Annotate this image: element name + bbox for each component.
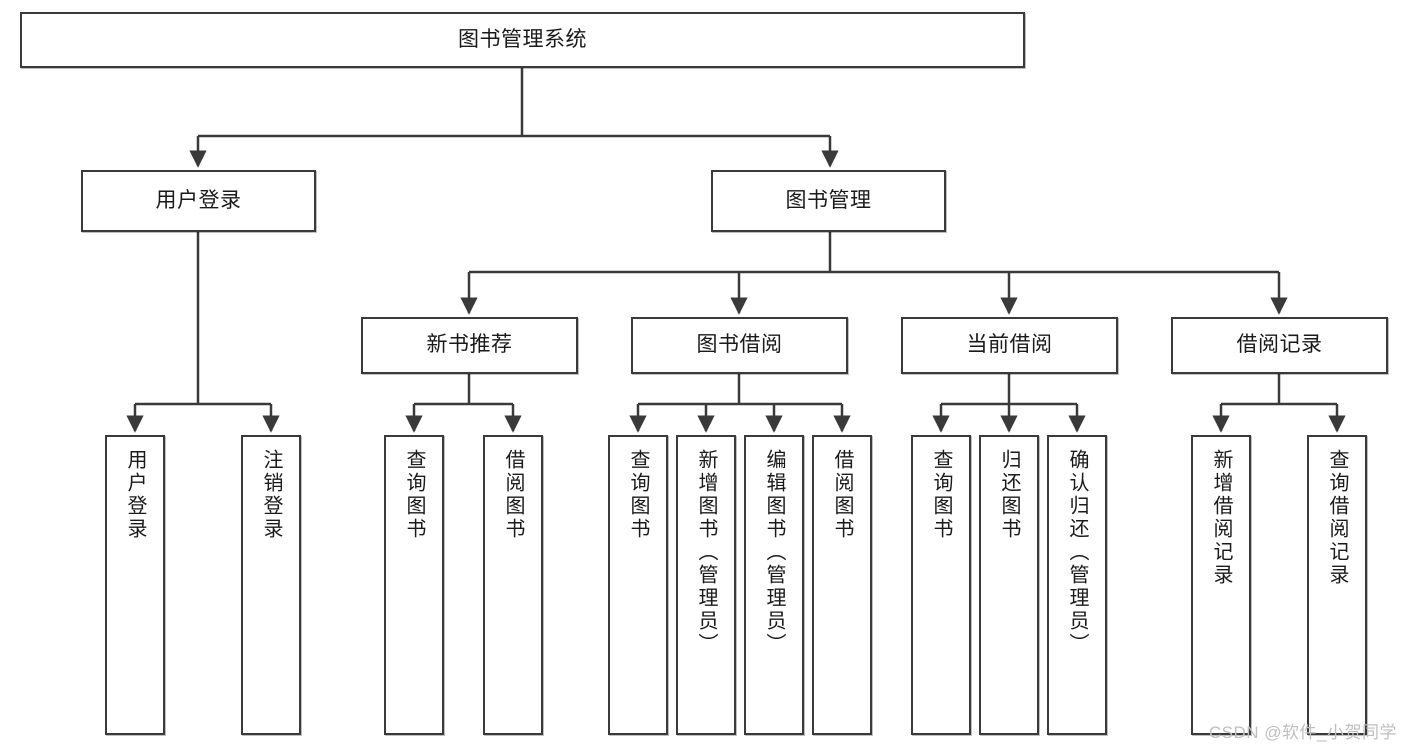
leaf-query-book-current[interactable]: 查询图书 <box>911 435 971 735</box>
node-label: 用户登录 <box>155 188 242 212</box>
node-borrow-record[interactable]: 借阅记录 <box>1171 317 1388 374</box>
node-book-borrow[interactable]: 图书借阅 <box>631 317 848 374</box>
leaf-user-login[interactable]: 用户登录 <box>105 435 165 735</box>
node-label: 借阅图书 <box>502 449 524 541</box>
leaf-add-book-admin[interactable]: 新增图书（管理员） <box>676 435 736 735</box>
node-label: 查询图书 <box>930 449 952 541</box>
leaf-edit-book-admin[interactable]: 编辑图书（管理员） <box>744 435 804 735</box>
node-label: 图书管理系统 <box>458 27 587 51</box>
node-label: 图书借阅 <box>696 333 783 357</box>
node-label: 编辑图书（管理员） <box>763 449 785 656</box>
node-label: 借阅记录 <box>1236 333 1323 357</box>
leaf-query-book-recommend[interactable]: 查询图书 <box>384 435 444 735</box>
node-book-management[interactable]: 图书管理 <box>711 170 946 232</box>
leaf-query-book-borrow[interactable]: 查询图书 <box>608 435 668 735</box>
node-new-book-recommend[interactable]: 新书推荐 <box>361 317 578 374</box>
watermark-text: CSDN @软件_小贺同学 <box>1208 723 1397 742</box>
node-label: 新书推荐 <box>426 333 513 357</box>
node-label: 查询借阅记录 <box>1326 449 1348 587</box>
leaf-add-borrow-record[interactable]: 新增借阅记录 <box>1191 435 1251 735</box>
node-label: 注销登录 <box>260 449 282 541</box>
leaf-borrow-book-recommend[interactable]: 借阅图书 <box>483 435 543 735</box>
leaf-borrow-book[interactable]: 借阅图书 <box>812 435 872 735</box>
leaf-user-logout[interactable]: 注销登录 <box>241 435 301 735</box>
node-label: 查询图书 <box>403 449 425 541</box>
node-label: 新增借阅记录 <box>1210 449 1232 587</box>
node-label: 图书管理 <box>785 188 872 212</box>
node-label: 当前借阅 <box>966 333 1053 357</box>
leaf-query-borrow-record[interactable]: 查询借阅记录 <box>1307 435 1367 735</box>
node-user-login[interactable]: 用户登录 <box>81 170 316 232</box>
leaf-confirm-return-admin[interactable]: 确认归还（管理员） <box>1047 435 1107 735</box>
node-label: 借阅图书 <box>831 449 853 541</box>
node-label: 确认归还（管理员） <box>1066 449 1088 656</box>
node-label: 查询图书 <box>627 449 649 541</box>
node-current-borrow[interactable]: 当前借阅 <box>901 317 1118 374</box>
node-root-system[interactable]: 图书管理系统 <box>20 12 1025 68</box>
node-label: 新增图书（管理员） <box>695 449 717 656</box>
node-label: 用户登录 <box>124 449 146 541</box>
leaf-return-book[interactable]: 归还图书 <box>979 435 1039 735</box>
node-label: 归还图书 <box>998 449 1020 541</box>
